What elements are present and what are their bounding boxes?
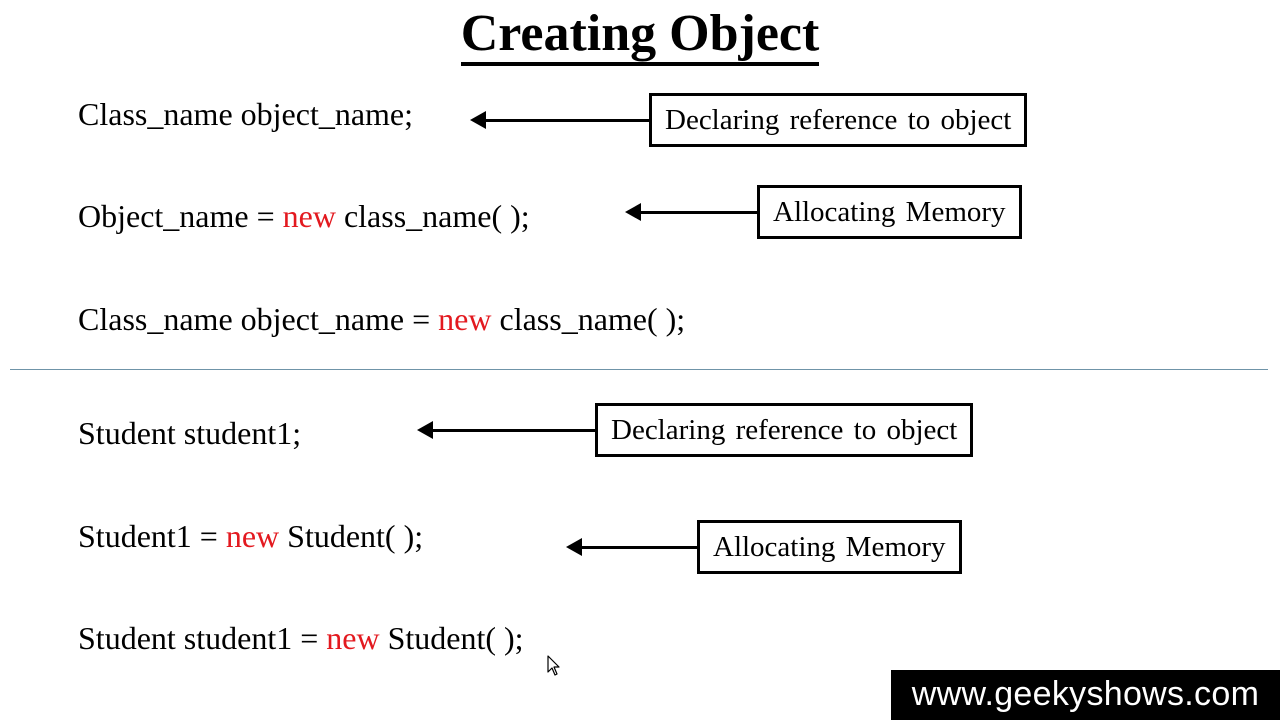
generic-combined-code: Class_name object_name = new class_name(… <box>78 299 685 339</box>
slide-title: Creating Object <box>0 2 1280 66</box>
generic-declaration-annotation-text: Declaring reference to object <box>665 104 1012 136</box>
generic-combined-before: Class_name object_name = <box>78 301 439 337</box>
example-allocation-arrow <box>566 538 699 556</box>
example-allocation-new-keyword: new <box>225 518 280 554</box>
example-allocation-annotation-text: Allocating Memory <box>713 531 946 563</box>
slide-title-text: Creating Object <box>460 5 820 66</box>
section-divider <box>10 369 1268 370</box>
example-declaration-code: Student student1; <box>78 415 302 451</box>
example-declaration-annotation-text: Declaring reference to object <box>611 414 958 446</box>
watermark-banner: www.geekyshows.com <box>891 670 1280 720</box>
generic-allocation-annotation-text: Allocating Memory <box>773 196 1006 228</box>
generic-allocation-new-keyword: new <box>282 198 336 234</box>
example-allocation-annotation-box: Allocating Memory <box>697 520 962 574</box>
example-allocation-after: Student( ); <box>279 518 424 554</box>
example-combined-after: Student( ); <box>379 620 524 656</box>
generic-combined-new-keyword: new <box>438 301 492 337</box>
generic-declaration-code: Class_name object_name; <box>78 96 414 132</box>
example-combined-code: Student student1 = new Student( ); <box>78 618 524 658</box>
generic-combined-after: class_name( ); <box>491 301 686 337</box>
generic-allocation-code: Object_name = new class_name( ); <box>78 196 530 236</box>
example-combined-before: Student student1 = <box>78 620 327 656</box>
example-declaration-arrow <box>417 421 597 439</box>
generic-declaration-annotation-box: Declaring reference to object <box>649 93 1028 147</box>
generic-allocation-arrow <box>625 203 758 221</box>
generic-allocation-before: Object_name = <box>78 198 283 234</box>
example-allocation-before: Student1 = <box>78 518 226 554</box>
generic-allocation-after: class_name( ); <box>335 198 530 234</box>
example-declaration-annotation-box: Declaring reference to object <box>595 403 974 457</box>
example-allocation-code: Student1 = new Student( ); <box>78 516 423 556</box>
generic-allocation-annotation-box: Allocating Memory <box>757 185 1022 239</box>
watermark-text: www.geekyshows.com <box>911 675 1260 713</box>
generic-declaration-arrow <box>470 111 650 129</box>
example-combined-new-keyword: new <box>326 620 380 656</box>
